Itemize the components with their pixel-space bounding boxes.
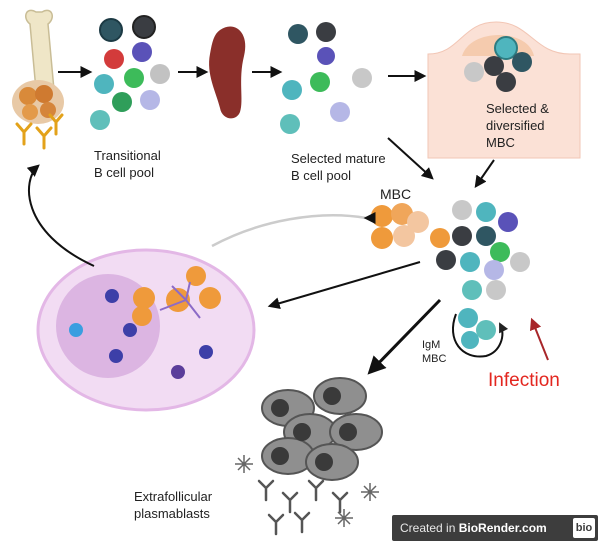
mature-label-line2: B cell pool xyxy=(291,168,351,183)
mature-label-line1: Selected mature xyxy=(291,151,386,166)
antibody-icon xyxy=(257,479,349,536)
infection-label: Infection xyxy=(488,370,560,391)
mbc-label: MBC xyxy=(380,186,412,202)
transitional-label-line1: Transitional xyxy=(94,148,161,163)
biorender-badge[interactable]: Created in BioRender.com bio xyxy=(392,515,598,541)
arrows xyxy=(26,66,495,375)
bone-marrow-icon xyxy=(12,9,64,150)
selected-label-line3: MBC xyxy=(486,135,515,150)
antibody-icon xyxy=(15,113,64,150)
plasmablasts-label-line1: Extrafollicular xyxy=(134,489,213,504)
mature-cell-cluster xyxy=(280,22,372,134)
antigen-icon xyxy=(235,455,379,527)
igm-mbc-cluster xyxy=(451,308,509,358)
selected-label-line1: Selected & xyxy=(486,101,549,116)
transitional-pool-label: Transitional B cell pool xyxy=(94,147,161,181)
selected-mbc-label: Selected & diversified MBC xyxy=(486,100,549,151)
follicle-icon xyxy=(36,248,256,412)
igm-mbc-label: IgM MBC xyxy=(422,338,446,366)
igm-label-line1: IgM xyxy=(422,339,441,351)
selected-label-line2: diversified xyxy=(486,118,545,133)
infection-arrow xyxy=(529,317,549,361)
transitional-label-line2: B cell pool xyxy=(94,165,154,180)
plasmablasts-label-line2: plasmablasts xyxy=(134,506,210,521)
plasmablast-cell-icon xyxy=(261,377,383,481)
badge-text: Created in BioRender.com xyxy=(392,521,547,535)
spleen-icon xyxy=(209,26,246,119)
plasmablasts-label: Extrafollicular plasmablasts xyxy=(134,488,212,522)
transitional-cell-cluster xyxy=(90,15,170,130)
badge-brand: BioRender.com xyxy=(458,521,547,535)
germinal-center-icon xyxy=(427,21,581,159)
memory-cell-cluster xyxy=(371,200,530,300)
biorender-logo-icon: bio xyxy=(573,518,595,538)
igm-label-line2: MBC xyxy=(422,353,447,365)
mature-pool-label: Selected mature B cell pool xyxy=(291,150,386,184)
badge-prefix: Created in xyxy=(400,521,459,535)
